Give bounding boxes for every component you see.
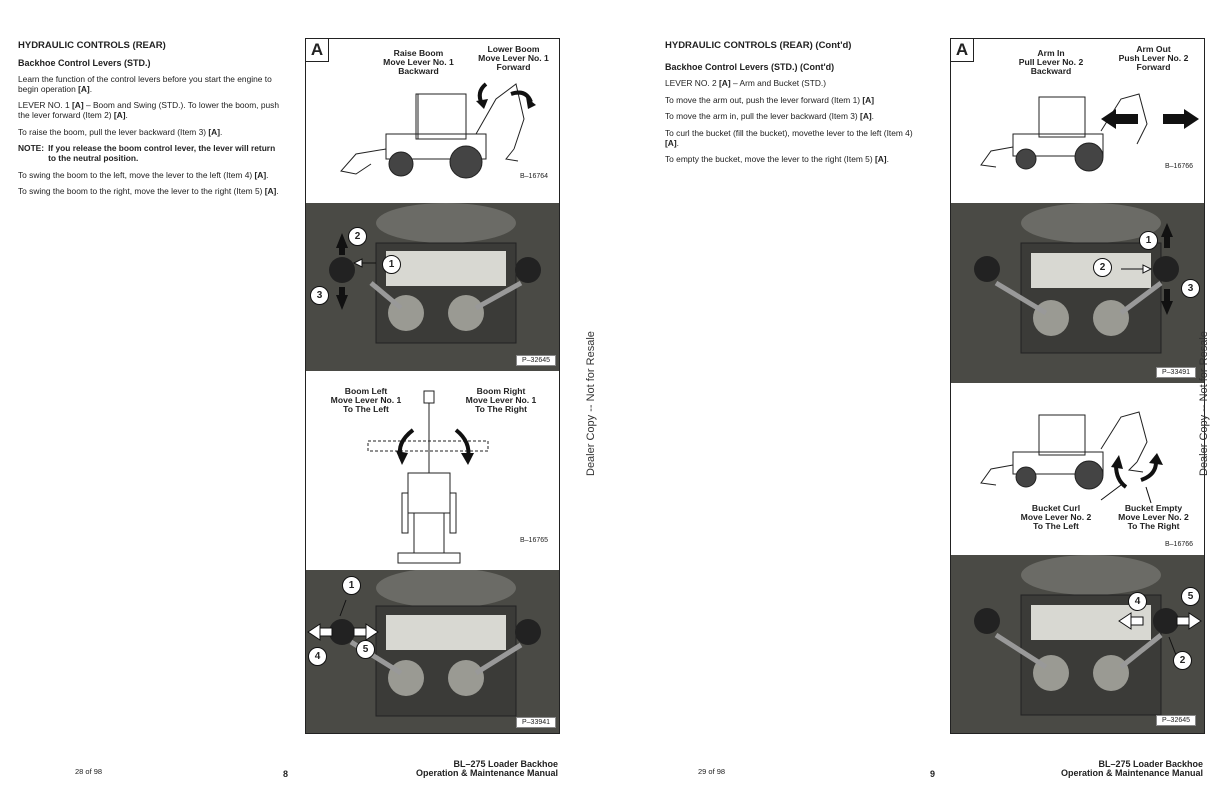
left-para-4: To swing the boom to the left, move the …	[18, 169, 269, 180]
figure-code-1: B–16766	[1165, 163, 1194, 170]
callout-3: 3	[1181, 279, 1200, 298]
left-para-2: LEVER NO. 1 [A] – Boom and Swing (STD.).…	[18, 100, 279, 120]
callout-1: 1	[382, 255, 401, 274]
raise-boom-label: Raise Boom Move Lever No. 1 Backward	[383, 48, 454, 77]
control-levers-photo-4: 4 5 2 P–32645	[951, 555, 1204, 733]
backhoe-side-drawing	[340, 82, 536, 179]
callout-3: 3	[310, 286, 329, 305]
figure-code-2: P–33491	[1156, 367, 1197, 378]
backhoe-top-drawing	[367, 390, 489, 564]
callout-2b: 2	[1173, 651, 1192, 670]
left-para-5: To swing the boom to the right, move the…	[18, 186, 279, 197]
left-para-1: Learn the function of the control levers…	[18, 74, 272, 94]
bucket-curl-label: Bucket Curl Move Lever No. 2 To The Left	[1020, 503, 1092, 532]
right-para-3: To move the arm in, pull the lever backw…	[665, 111, 874, 122]
callout-2: 2	[348, 227, 367, 246]
control-levers-photo-3: 1 2 3 P–33491	[951, 203, 1204, 383]
arm-out-label: Arm Out Push Lever No. 2 Forward	[1118, 44, 1189, 73]
left-footer-title: BL–275 Loader Backhoe Operation & Mainte…	[415, 759, 558, 779]
callout-4: 4	[308, 647, 327, 666]
left-para-3: To raise the boom, pull the lever backwa…	[18, 126, 223, 137]
right-heading: HYDRAULIC CONTROLS (REAR) (Cont'd)	[665, 40, 852, 51]
left-figure: A Raise Boom Move Lever No. 1 Backward L…	[305, 38, 560, 734]
bucket-drawing	[980, 411, 1163, 504]
left-page-of: 28 of 98	[75, 767, 103, 776]
right-page-of: 29 of 98	[698, 767, 726, 776]
callout-2: 2	[1093, 258, 1112, 277]
figure-label: A	[306, 39, 329, 62]
control-levers-photo-1: 2 1 3 P–32645	[306, 203, 559, 371]
arm-drawing	[980, 93, 1199, 172]
left-text-column: HYDRAULIC CONTROLS (REAR) Backhoe Contro…	[18, 40, 280, 204]
right-para-5: To empty the bucket, move the lever to t…	[665, 154, 889, 165]
control-levers-photo-2: 1 4 5 P–33941	[306, 570, 559, 733]
figure-code-3: B–16765	[520, 537, 549, 544]
right-para-4: To curl the bucket (fill the bucket), mo…	[665, 127, 913, 148]
figure-code-2: P–32645	[516, 355, 557, 366]
right-para-2: To move the arm out, push the lever forw…	[665, 94, 874, 105]
left-note: NOTE: If you release the boom control le…	[18, 143, 276, 163]
arm-in-label: Arm In Pull Lever No. 2 Backward	[1018, 48, 1084, 77]
watermark-left: Dealer Copy -- Not for Resale	[585, 331, 597, 476]
figure-code-4: P–32645	[1156, 715, 1197, 726]
left-page-number: 8	[283, 769, 289, 779]
lower-boom-label: Lower Boom Move Lever No. 1 Forward	[478, 44, 549, 73]
boom-left-label: Boom Left Move Lever No. 1 To The Left	[330, 386, 402, 415]
right-text-column: HYDRAULIC CONTROLS (REAR) (Cont'd) Backh…	[665, 40, 927, 172]
callout-5: 5	[1181, 587, 1200, 606]
figure-code-4: P–33941	[516, 717, 557, 728]
figure-code-1: B–16764	[520, 173, 549, 180]
left-subheading: Backhoe Control Levers (STD.)	[18, 58, 151, 68]
right-para-1: LEVER NO. 2 [A] – Arm and Bucket (STD.)	[665, 78, 827, 88]
left-heading: HYDRAULIC CONTROLS (REAR)	[18, 40, 166, 51]
callout-4: 4	[1128, 592, 1147, 611]
callout-1: 1	[1139, 231, 1158, 250]
figure-label: A	[951, 39, 974, 62]
figure-code-3: B–16766	[1165, 541, 1194, 548]
watermark-right: Dealer Copy -- Not for Resale	[1198, 331, 1210, 476]
right-page-number: 9	[930, 769, 936, 779]
right-subheading: Backhoe Control Levers (STD.) (Cont'd)	[665, 62, 835, 72]
boom-right-label: Boom Right Move Lever No. 1 To The Right	[465, 386, 537, 415]
right-figure: A Arm In Pull Lever No. 2 Backward Arm O…	[950, 38, 1205, 734]
callout-5: 5	[356, 640, 375, 659]
bucket-empty-label: Bucket Empty Move Lever No. 2 To The Rig…	[1118, 503, 1189, 532]
right-footer-title: BL–275 Loader Backhoe Operation & Mainte…	[1060, 759, 1203, 779]
callout-1b: 1	[342, 576, 361, 595]
